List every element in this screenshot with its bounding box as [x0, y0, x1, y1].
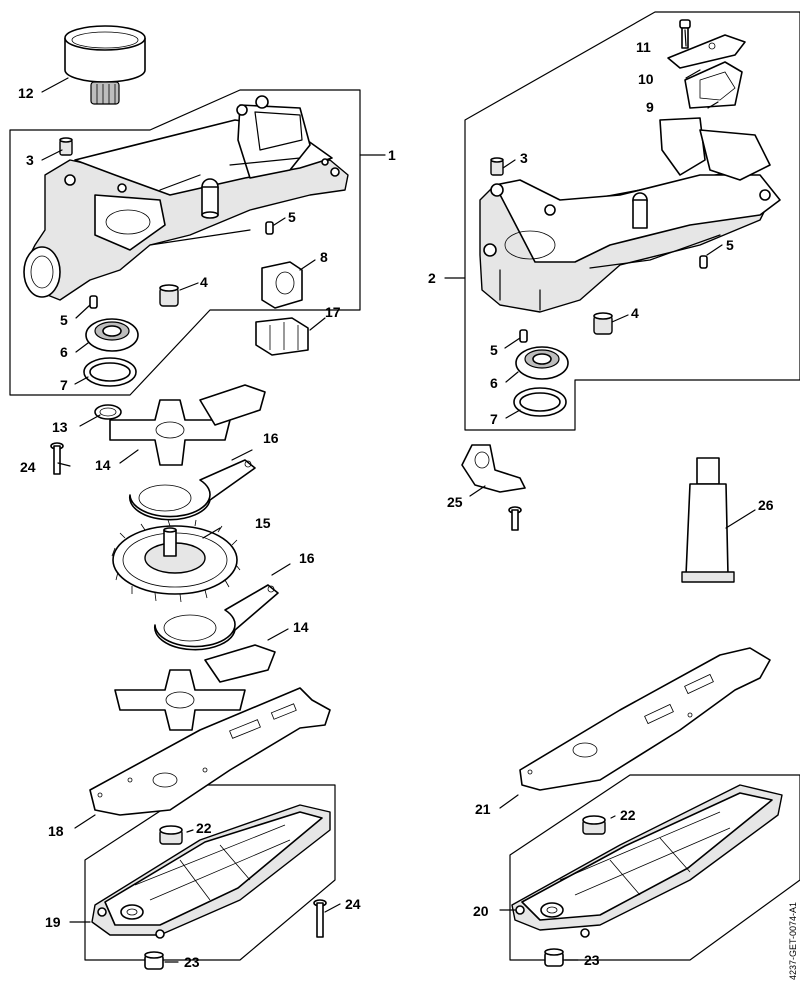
callout-24b: 24 — [345, 896, 361, 912]
callout-5a: 5 — [288, 209, 296, 225]
callout-21: 21 — [475, 801, 491, 817]
eccentric-plate-upper-part — [128, 459, 256, 521]
thrust-plate-lower-part — [114, 644, 276, 731]
figure-code: 4237-GET-0074-A1 — [788, 902, 798, 980]
thrust-plate-upper-part — [109, 384, 266, 466]
callout-6b: 6 — [490, 375, 498, 391]
cover-plate-part — [667, 34, 746, 69]
gear-cover-left-part — [91, 804, 331, 939]
screw-24a-part — [50, 442, 64, 475]
eccentric-plate-lower-part — [153, 584, 279, 651]
callout-24a: 24 — [20, 459, 36, 475]
callout-10: 10 — [638, 71, 654, 87]
callout-14b: 14 — [293, 619, 309, 635]
circlip-7a-part — [83, 357, 137, 387]
guide-block-part — [684, 61, 743, 109]
callout-3a: 3 — [26, 152, 34, 168]
callout-14a: 14 — [95, 457, 111, 473]
gasket-right-part — [519, 647, 771, 791]
callout-20: 20 — [473, 903, 489, 919]
callout-19: 19 — [45, 914, 61, 930]
needle-bearing-4a-part — [159, 284, 179, 307]
callout-9: 9 — [646, 99, 654, 115]
gear-housing-right-part — [479, 117, 781, 313]
callout-11: 11 — [636, 39, 651, 55]
pin-5d-part — [519, 329, 528, 343]
dowel-sleeve-3b-part — [490, 157, 504, 176]
callout-5c: 5 — [726, 237, 734, 253]
callout-16b: 16 — [299, 550, 315, 566]
callout-6a: 6 — [60, 344, 68, 360]
pin-5c-part — [699, 255, 708, 269]
callout-labels: 1 2 3 3 4 4 5 5 5 5 6 6 7 7 8 9 10 11 12… — [18, 39, 774, 970]
callout-17: 17 — [325, 304, 341, 320]
group-frame-20 — [509, 774, 800, 961]
callout-22a: 22 — [196, 820, 212, 836]
screw-24b-part — [313, 899, 327, 938]
ball-bearing-6b-part — [515, 346, 569, 380]
callout-3b: 3 — [520, 150, 528, 166]
callout-25: 25 — [447, 494, 463, 510]
bearing-22b-part — [582, 815, 606, 835]
pin-5b-part — [89, 295, 98, 309]
group-frame-1 — [9, 89, 361, 396]
callout-1: 1 — [388, 147, 396, 163]
gear-housing-left-part — [23, 95, 349, 301]
bearing-22a-part — [159, 825, 183, 845]
callout-18: 18 — [48, 823, 64, 839]
callout-7b: 7 — [490, 411, 498, 427]
callout-16a: 16 — [263, 430, 279, 446]
bracket-part — [461, 444, 526, 531]
callout-23a: 23 — [184, 954, 200, 970]
circlip-7b-part — [513, 387, 567, 417]
callout-22b: 22 — [620, 807, 636, 823]
pin-5a-part — [265, 221, 274, 235]
plug-23a-part — [144, 951, 164, 970]
gear-cover-right-part — [511, 784, 783, 938]
retaining-ring-part — [94, 404, 122, 420]
grease-tube-part — [681, 457, 735, 583]
callout-23b: 23 — [584, 952, 600, 968]
callout-13: 13 — [52, 419, 68, 435]
spur-gear-part — [111, 519, 241, 603]
plug-23b-part — [544, 948, 564, 967]
callout-26: 26 — [758, 497, 774, 513]
callout-7a: 7 — [60, 377, 68, 393]
ball-bearing-6a-part — [85, 318, 139, 352]
switch-part — [261, 261, 303, 309]
callout-4b: 4 — [631, 305, 639, 321]
callout-2: 2 — [428, 270, 436, 286]
pinion-sleeve-part — [64, 25, 146, 105]
dowel-sleeve-3a-part — [59, 137, 73, 156]
gasket-left-part — [89, 687, 331, 816]
connector-part — [255, 317, 309, 356]
callout-5d: 5 — [490, 342, 498, 358]
needle-bearing-4b-part — [593, 312, 613, 335]
callout-12: 12 — [18, 85, 34, 101]
callout-8: 8 — [320, 249, 328, 265]
callout-5b: 5 — [60, 312, 68, 328]
leader-lines — [41, 29, 756, 963]
callout-15: 15 — [255, 515, 271, 531]
callout-4a: 4 — [200, 274, 208, 290]
group-frame-2 — [464, 11, 800, 431]
